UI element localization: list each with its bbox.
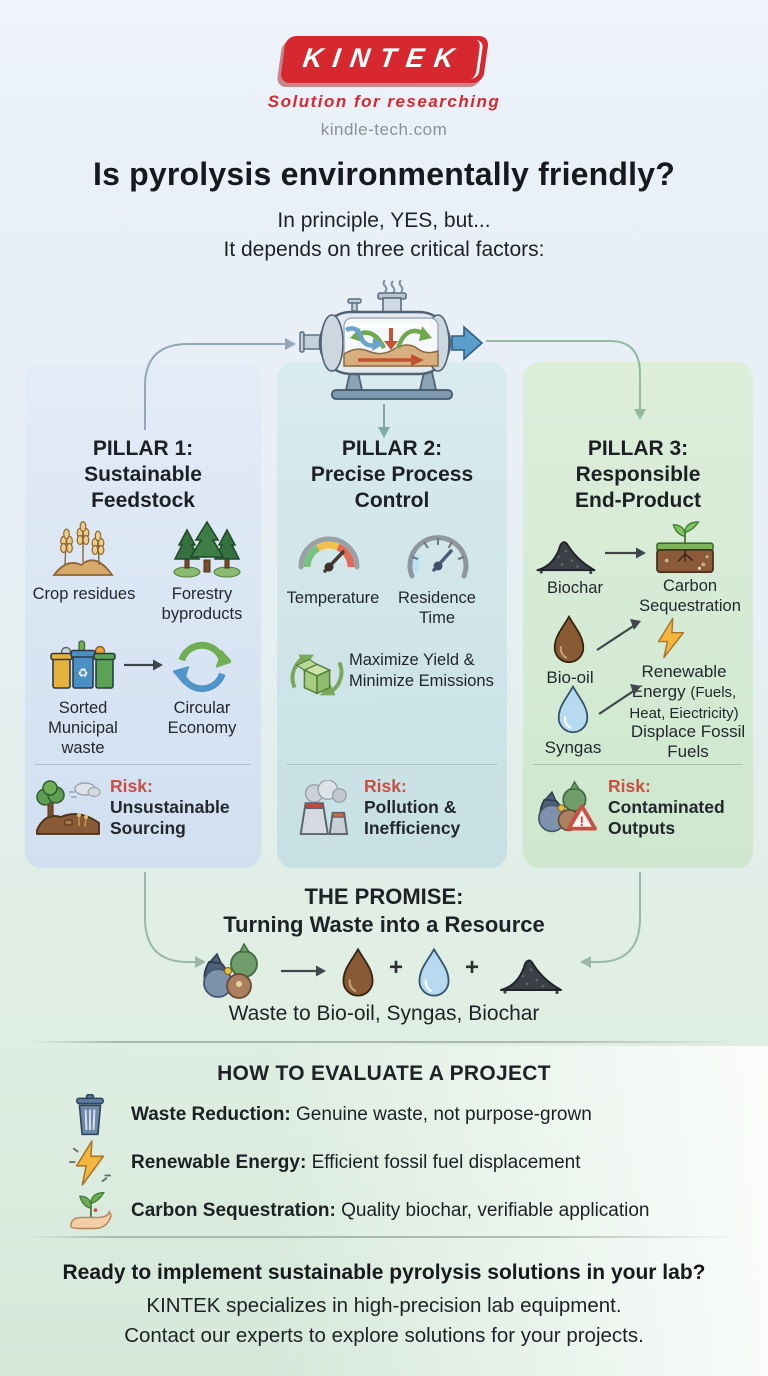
pillar-3-risk: ! Risk: Contaminated Outputs [533,764,743,839]
carbon-sequestration-label: Carbon Sequestration [639,577,741,615]
pillar-1-risk: Risk: Unsustainable Sourcing [35,764,251,839]
pillar-2-heading: PILLAR 2: Precise Process Control [310,437,474,512]
cta-headline: Ready to implement sustainable pyrolysis… [62,1261,706,1284]
forestry-byproducts-label: Forestry byproducts [161,585,243,623]
biochar-label: Biochar [547,579,603,597]
evaluate-text: Genuine waste, not purpose-grown [296,1103,592,1125]
residence-time-gauge-icon [403,522,473,580]
waste-bags-icon [196,940,268,1002]
section-divider [28,1041,740,1043]
pillar-3-heading: PILLAR 3: Responsible End-Product [575,437,701,512]
kintek-logo: KINTEK [0,36,768,83]
pillar-2-card: PILLAR 2: Precise Process Control [277,362,507,868]
municipal-waste-label: Sorted Municipal waste [48,699,118,757]
oil-drop-icon [338,946,378,998]
pillar-2-risk-text: Risk: Pollution & Inefficiency [364,776,461,838]
recycle-box-icon [285,644,349,706]
pyrolysis-reactor-icon [292,280,492,406]
page-title: Is pyrolysis environmentally friendly? [92,156,675,192]
factory-icon [287,779,355,836]
evaluate-row-carbon-sequestration: Carbon Sequestration: Quality biochar, v… [66,1188,738,1233]
pillar-1-heading: PILLAR 1: Sustainable Feedstock [84,437,202,512]
subtitle-2: It depends on three critical factors: [223,238,545,261]
arrow-up-right-icon [595,680,645,718]
arrow-right-icon [122,658,164,672]
biochar-pile-icon [535,534,597,574]
evaluate-row-renewable-energy: Renewable Energy: Efficient fossil fuel … [66,1139,738,1187]
wheat-icon [51,520,115,578]
bottom-fade [0,1046,768,1376]
pillar-1-card: PILLAR 1: Sustainable Feedstock [25,362,261,868]
svg-text:!: ! [580,812,585,828]
evaluate-bold: Waste Reduction: [131,1103,291,1125]
evaluate-row-waste-reduction: Waste Reduction: Genuine waste, not purp… [66,1092,738,1137]
temperature-gauge-icon [293,522,365,580]
residence-time-label: Residence Time [398,589,476,627]
pillar-3-card: PILLAR 3: Responsible End-Product [523,362,753,868]
plus-sign: + [388,954,403,981]
logo-text: KINTEK [300,43,466,73]
logo-box: KINTEK [279,36,489,83]
promise-title: THE PROMISE: [304,884,464,909]
oil-drop-icon [549,614,589,664]
circular-arrows-icon [173,638,231,696]
cta-line-2: KINTEK specializes in high-precision lab… [146,1294,622,1317]
soil-plant-icon [653,520,717,576]
cta-line-3: Contact our experts to explore solutions… [124,1324,644,1347]
gas-drop-icon [414,946,454,998]
logo-tagline: Solution for researching [267,92,501,111]
evaluate-heading: HOW TO EVALUATE A PROJECT [217,1062,551,1085]
circular-economy-label: Circular Economy [167,699,237,737]
deforestation-icon [35,779,101,836]
promise-subtitle: Turning Waste into a Resource [223,912,545,937]
lightning-spark-icon [66,1139,114,1187]
section-divider [28,1236,740,1238]
pillar-3-risk-text: Risk: Contaminated Outputs [608,776,725,838]
hand-plant-icon [66,1188,114,1234]
evaluate-list: Waste Reduction: Genuine waste, not purp… [66,1092,738,1236]
plus-sign: + [465,954,480,981]
displace-fossil-fuels-label: Displace Fossil Fuels [630,722,746,761]
evaluate-text: Efficient fossil fuel displacement [311,1151,581,1173]
maximize-yield-label: Maximize Yield & Minimize Emissions [349,651,494,690]
trash-can-icon [66,1093,114,1137]
evaluate-bold: Renewable Energy: [131,1151,307,1173]
syngas-label: Syngas [544,738,602,757]
temperature-label: Temperature [286,589,380,607]
pillar-2-risk: Risk: Pollution & Inefficiency [287,764,497,839]
lightning-icon [655,616,687,660]
waste-bags-icon: ! [533,779,599,837]
arrow-right-icon [279,964,327,978]
svg-text:♻: ♻ [78,666,89,680]
evaluate-text: Quality biochar, verifiable application [341,1199,650,1221]
crop-residues-label: Crop residues [32,585,136,603]
pillar-1-risk-text: Risk: Unsustainable Sourcing [110,776,230,838]
promise-caption: Waste to Bio-oil, Syngas, Biochar [228,1002,540,1025]
promise-icon-row: + + [0,932,768,1002]
bio-oil-label: Bio-oil [546,668,594,687]
renewable-energy-label: Renewable Energy (Fuels, Heat, Eiectrici… [629,662,739,722]
biochar-pile-icon [490,952,572,994]
subtitle-1: In principle, YES, but... [277,209,491,232]
recycling-bins-icon: ♻ [49,636,117,694]
gas-drop-icon [553,684,593,734]
evaluate-bold: Carbon Sequestration: [131,1199,336,1221]
pine-trees-icon [173,520,241,578]
arrow-right-icon [603,546,647,560]
arrow-up-right-icon [593,614,645,654]
website-url: kindle-tech.com [320,120,448,139]
